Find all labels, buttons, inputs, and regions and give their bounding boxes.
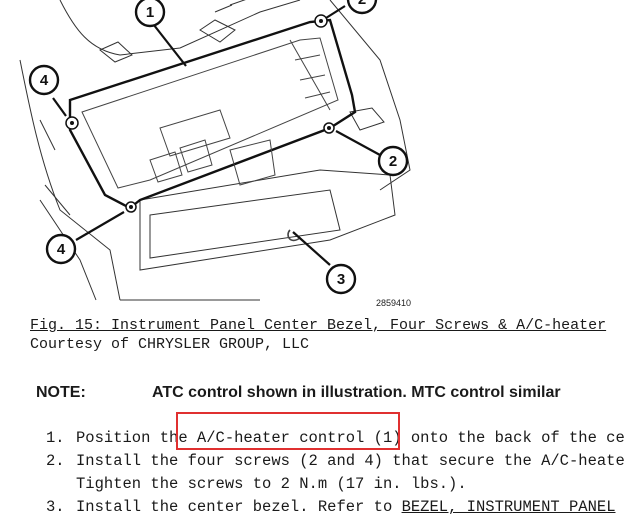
step-number: 2. bbox=[46, 452, 65, 470]
step-text: Position the A/C-heater control (1) onto… bbox=[76, 429, 625, 447]
callout-circle-2b bbox=[377, 145, 409, 177]
instrument-panel-illustration: 1 2 2 3 4 4 2859410 bbox=[19, 0, 412, 308]
step-number: 1. bbox=[46, 429, 65, 447]
callout-circle-3 bbox=[325, 263, 357, 295]
highlight-box bbox=[176, 412, 400, 450]
callout-circle-4b bbox=[45, 233, 77, 265]
callout-1: 1 bbox=[146, 4, 154, 21]
callout-4a: 4 bbox=[40, 72, 49, 89]
step-2-continued: Tighten the screws to 2 N.m (17 in. lbs.… bbox=[46, 473, 625, 496]
caption-credit: Courtesy of CHRYSLER GROUP, LLC bbox=[30, 336, 310, 353]
illustration-svg: 1 2 2 3 4 4 bbox=[19, 0, 411, 301]
bezel-instrument-panel-link[interactable]: BEZEL, INSTRUMENT PANEL bbox=[401, 498, 616, 516]
step-3: 3. Install the center bezel. Refer to BE… bbox=[46, 496, 625, 519]
callout-circle-1 bbox=[134, 0, 166, 28]
figure-id: 2859410 bbox=[376, 298, 412, 308]
step-1: 1. Position the A/C-heater control (1) o… bbox=[46, 427, 625, 450]
callout-2a: 2 bbox=[358, 0, 366, 8]
step-2: 2. Install the four screws (2 and 4) tha… bbox=[46, 450, 625, 473]
callout-2b: 2 bbox=[389, 153, 397, 170]
caption-title: Fig. 15: Instrument Panel Center Bezel, … bbox=[30, 317, 607, 334]
callout-3: 3 bbox=[337, 271, 345, 288]
note-text: ATC control shown in illustration. MTC c… bbox=[152, 384, 561, 401]
step-text: Install the center bezel. Refer to bbox=[76, 498, 402, 516]
step-text: Install the four screws (2 and 4) that s… bbox=[76, 452, 625, 470]
note: NOTE: ATC control shown in illustration.… bbox=[36, 384, 561, 402]
step-text: Tighten the screws to 2 N.m (17 in. lbs.… bbox=[76, 475, 467, 493]
callout-4b: 4 bbox=[57, 241, 66, 258]
figure-caption: Fig. 15: Instrument Panel Center Bezel, … bbox=[30, 316, 606, 354]
procedure-steps: 1. Position the A/C-heater control (1) o… bbox=[46, 427, 625, 519]
step-number: 3. bbox=[46, 498, 65, 516]
callout-circle-4a bbox=[28, 64, 60, 96]
callout-circle-2a bbox=[346, 0, 378, 15]
note-label: NOTE: bbox=[36, 384, 86, 401]
